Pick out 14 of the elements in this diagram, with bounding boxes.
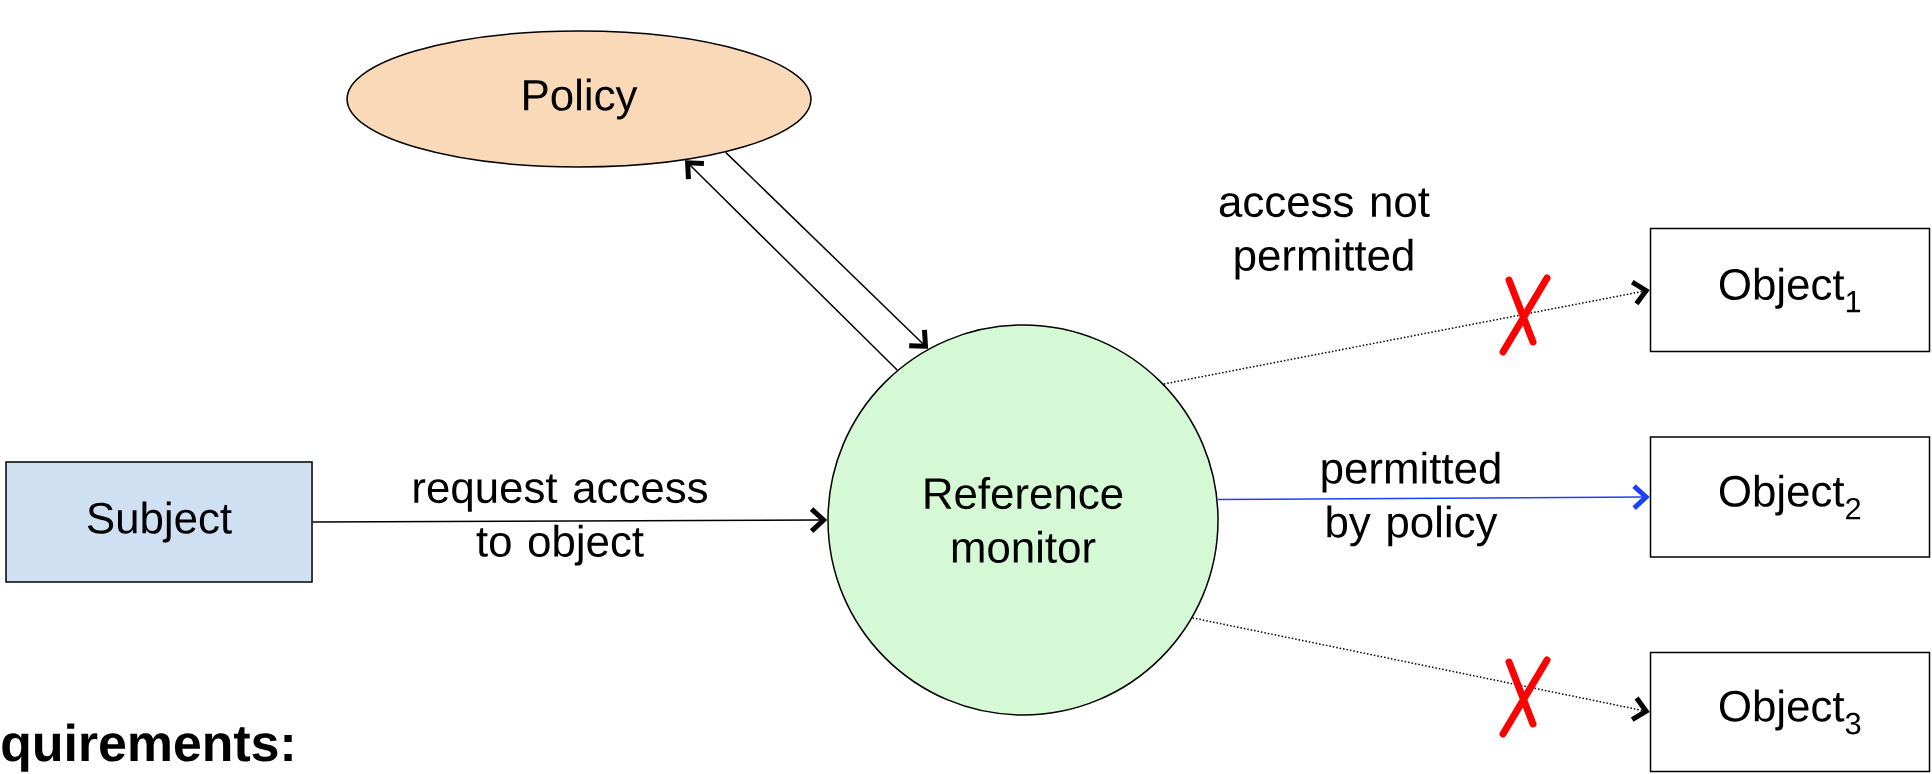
edge-label: access not permitted — [1219, 188, 1430, 280]
arrow — [1191, 617, 1650, 722]
object-box: Object$_{2}$ — [1649, 436, 1931, 558]
object-box: Object$_{3}$ — [1649, 651, 1931, 773]
arrow — [312, 507, 828, 533]
arrow — [685, 160, 898, 371]
object-box: Object$_{1}$ — [1649, 227, 1931, 353]
arrow — [724, 151, 929, 349]
subject-box: Subject — [5, 461, 313, 583]
edge-label: request access to object — [414, 474, 707, 566]
edge-label: permitted by policy — [1322, 451, 1500, 547]
arrow — [1216, 484, 1650, 510]
heading-text: quirements: — [2, 723, 292, 772]
arrow — [1163, 280, 1650, 385]
